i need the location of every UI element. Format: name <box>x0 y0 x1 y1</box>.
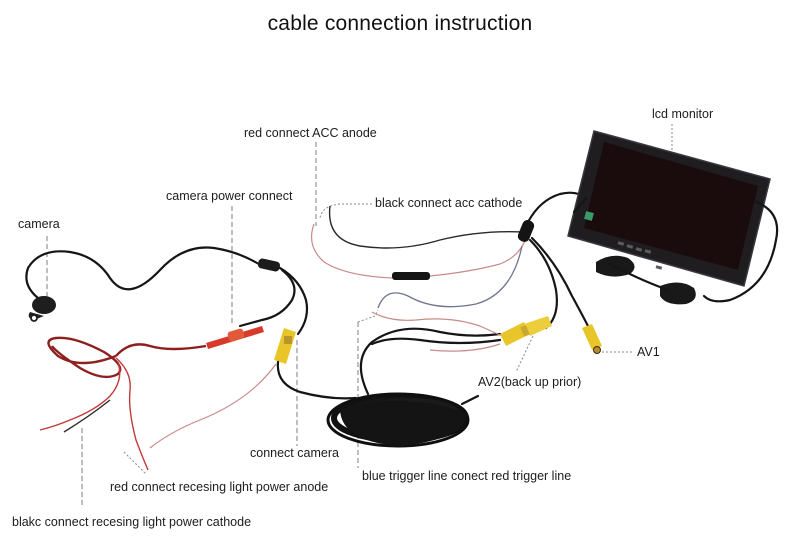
label-blue-trigger: blue trigger line conect red trigger lin… <box>362 469 572 483</box>
label-red-acc-anode: red connect ACC anode <box>244 126 377 140</box>
red-power-connector <box>206 326 264 349</box>
label-black-acc-cathode: black connect acc cathode <box>375 196 523 210</box>
label-connect-camera: connect camera <box>250 446 339 460</box>
camera-device <box>25 246 264 322</box>
label-black-recess-cathode: blakc connect recesing light power catho… <box>12 515 252 529</box>
leader-red-recess <box>123 451 147 475</box>
label-camera-power-connect: camera power connect <box>166 189 293 203</box>
label-camera: camera <box>18 217 60 231</box>
rca-connector-av2 <box>500 316 552 346</box>
acc-wires <box>311 205 527 339</box>
red-wire-coil <box>39 336 149 471</box>
cable-coil <box>326 327 502 448</box>
rca-connector-camera <box>274 328 296 364</box>
label-av2: AV2(back up prior) <box>478 375 582 389</box>
label-red-recess-anode: red connect recesing light power anode <box>110 480 329 494</box>
leader-black-acc <box>319 203 372 219</box>
inline-joint <box>257 258 281 272</box>
label-av1: AV1 <box>637 345 660 359</box>
fuse-holder <box>392 272 430 280</box>
leader-lines <box>46 124 673 508</box>
black-recess-wire <box>63 399 111 433</box>
monitor-harness <box>517 191 592 332</box>
label-lcd-monitor: lcd monitor <box>652 107 714 121</box>
leader-av2 <box>515 335 534 373</box>
leader-blue-trigger-branch <box>357 309 379 323</box>
lcd-monitor-device <box>567 130 779 305</box>
rca-connector-av1 <box>582 324 602 354</box>
diagram-title: cable connection instruction <box>267 12 533 35</box>
